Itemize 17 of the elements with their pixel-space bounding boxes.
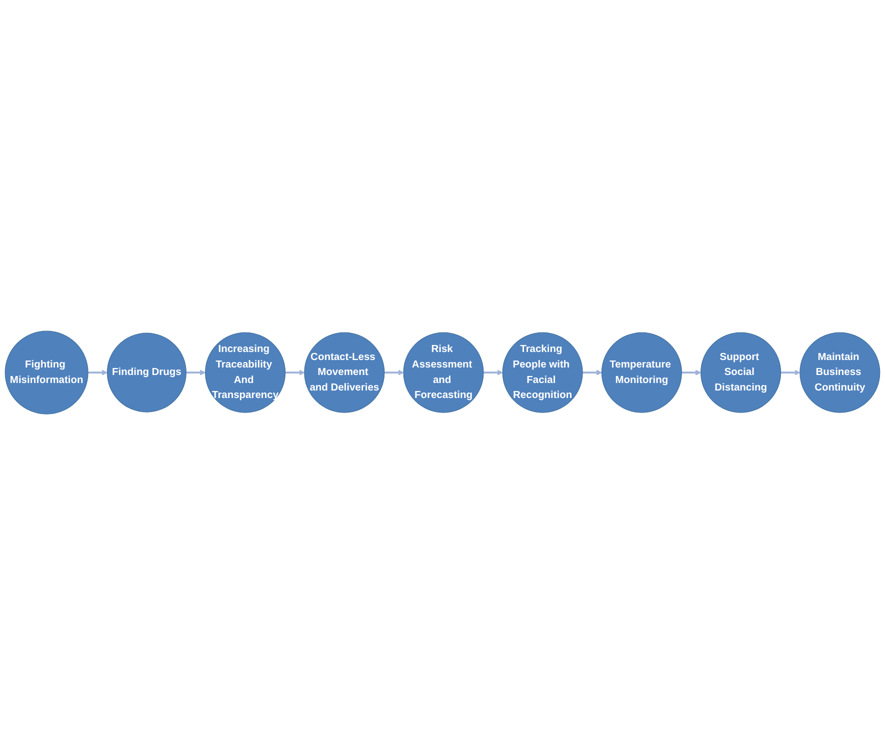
node-circle: Tracking People with Facial Recognition <box>502 332 583 413</box>
node-circle: Temperature Monitoring <box>601 332 682 413</box>
node-circle: Finding Drugs <box>106 332 186 412</box>
arrow <box>682 370 702 376</box>
arrow <box>483 370 503 376</box>
arrow <box>88 370 108 376</box>
arrow <box>285 370 305 376</box>
node-circle: Contact-Less Movement and Deliveries <box>304 332 385 413</box>
node-circle: Increasing Traceability And Transparency <box>205 332 286 413</box>
node-circle: Risk Assessment and Forecasting <box>403 332 484 413</box>
arrow <box>582 370 602 376</box>
node-circle: Support Social Distancing <box>700 332 782 413</box>
arrow <box>186 370 206 376</box>
arrow <box>780 370 800 376</box>
node-circle: Fighting Misinformation <box>4 330 88 414</box>
arrow <box>384 370 404 376</box>
node-circle: Maintain Business Continuity <box>800 332 880 413</box>
